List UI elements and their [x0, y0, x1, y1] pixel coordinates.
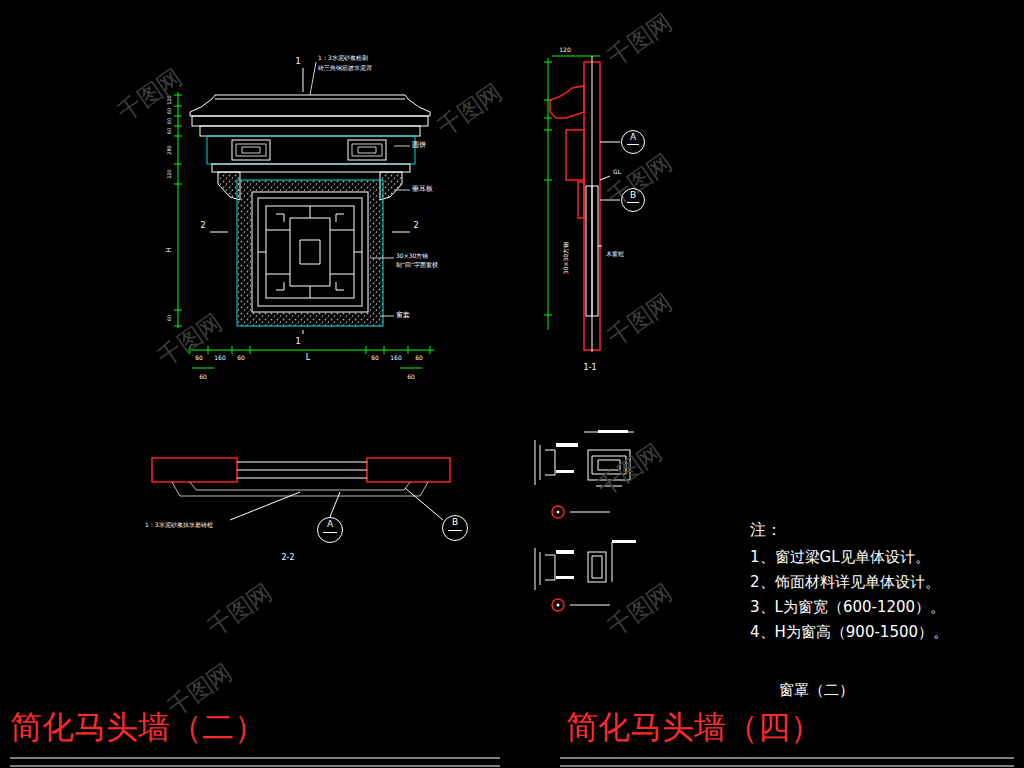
drawing-label: 2-2	[281, 554, 294, 563]
marker-letter: B	[443, 516, 467, 527]
note-text: 注：	[750, 521, 782, 539]
drawing-label: 60	[167, 315, 173, 321]
drawing-label: 60	[195, 355, 203, 362]
drawing-label: 2	[413, 222, 418, 231]
drawing-label: GL	[613, 169, 621, 176]
drawing-label: 木窗框	[606, 251, 624, 258]
drawing-label: 30×30方钢	[396, 253, 428, 260]
drawing-label: 60	[415, 355, 423, 362]
drawing-label: 1	[295, 58, 300, 67]
drawing-label: 30×30方钢	[563, 242, 570, 274]
section-marker: A	[317, 517, 343, 543]
section-marker: B	[442, 515, 468, 541]
sheet-title: 简化马头墙（四）	[566, 710, 822, 745]
drawing-title: 窗罩（二）	[779, 682, 854, 699]
drawing-label: 160	[214, 355, 225, 362]
marker-letter: A	[318, 518, 342, 529]
drawing-label: 窗套	[396, 312, 410, 320]
drawing-label: 60	[167, 118, 173, 124]
drawing-label: 1-1	[583, 364, 596, 373]
drawing-label: 120	[559, 47, 570, 54]
drawing-label: 160	[390, 355, 401, 362]
drawing-label: L	[306, 354, 310, 363]
drawing-label: 60	[407, 374, 415, 381]
drawing-label: 280	[167, 145, 173, 155]
watermark: 千图网	[203, 579, 277, 642]
watermark: 千图网	[433, 79, 507, 142]
sheet-title: 简化马头墙（二）	[10, 710, 266, 745]
watermark: 千图网	[153, 309, 227, 372]
drawing-label: H	[166, 247, 174, 252]
watermark: 千图网	[603, 149, 677, 212]
drawing-label: 60	[167, 128, 173, 134]
marker-letter: A	[622, 131, 644, 142]
watermark: 千图网	[603, 9, 677, 72]
note-text: 3、L为窗宽（600-1200）。	[750, 599, 945, 616]
note-text: 1、窗过梁GL见单体设计。	[750, 549, 930, 566]
drawing-label: 1：3水泥砂浆抹水磨砖框	[145, 522, 213, 529]
drawing-label: 1：3水泥砂浆粉刷	[318, 55, 368, 62]
drawing-label: 120	[167, 169, 173, 179]
drawing-label: 2	[200, 222, 205, 231]
drawing-label: 60	[199, 374, 207, 381]
drawing-label: 砖三角钢筋披水泥背	[318, 65, 372, 72]
drawing-label: 垂耳板	[412, 186, 433, 194]
section-marker: A	[621, 130, 645, 154]
marker-divider	[627, 202, 639, 203]
drawing-label: 60	[167, 108, 173, 114]
marker-letter: B	[622, 189, 644, 200]
watermark: 千图网	[603, 289, 677, 352]
marker-divider	[448, 530, 462, 531]
drawing-label: 60	[237, 355, 245, 362]
watermark: 千图网	[603, 579, 677, 642]
note-text: 2、饰面材料详见单体设计。	[750, 574, 940, 591]
marker-divider	[627, 144, 639, 145]
drawing-label: 1	[295, 338, 300, 347]
marker-divider	[323, 532, 337, 533]
note-text: 4、H为窗高（900-1500）。	[750, 624, 948, 641]
drawing-label: 制“回”字面窗棂	[396, 262, 438, 269]
drawing-label: 圆饼	[412, 142, 426, 150]
drawing-label: 60	[371, 355, 379, 362]
watermark: 千图网	[593, 439, 667, 502]
section-marker: B	[621, 188, 645, 212]
